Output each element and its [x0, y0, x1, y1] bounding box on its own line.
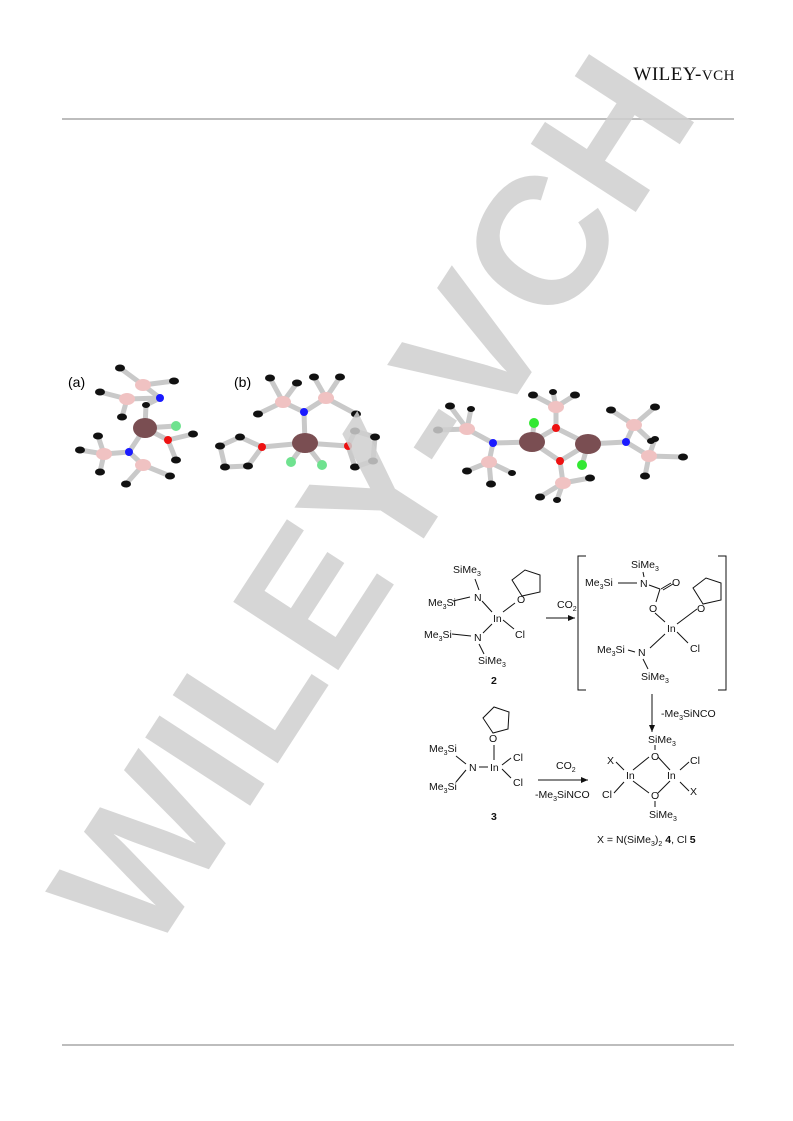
- svg-text:Cl: Cl: [513, 752, 523, 764]
- svg-text:O: O: [649, 603, 657, 615]
- publisher-name: WILEY: [633, 64, 695, 85]
- svg-text:N: N: [640, 578, 648, 590]
- svg-text:X: X: [607, 755, 614, 767]
- svg-text:SiMe3: SiMe3: [641, 671, 669, 685]
- svg-text:CO2: CO2: [556, 760, 576, 774]
- svg-text:Me3Si: Me3Si: [428, 597, 456, 611]
- compound-2-number: 2: [491, 675, 497, 687]
- header-rule: [62, 118, 734, 120]
- compound-3-number: 3: [491, 811, 497, 823]
- svg-text:Me3Si: Me3Si: [424, 629, 452, 643]
- svg-text:X: X: [690, 786, 697, 798]
- svg-text:-Me3SiNCO: -Me3SiNCO: [661, 708, 716, 722]
- publisher-suffix: VCH: [701, 68, 735, 84]
- svg-text:In: In: [626, 770, 635, 782]
- svg-text:In: In: [667, 770, 676, 782]
- svg-text:Cl: Cl: [513, 777, 523, 789]
- intermediate: SiMe3 N Me3Si O O O In Cl N Me3Si SiMe3: [585, 559, 705, 685]
- svg-text:Cl: Cl: [515, 629, 525, 641]
- svg-text:O: O: [672, 577, 680, 589]
- svg-text:SiMe3: SiMe3: [649, 809, 677, 823]
- svg-text:N: N: [474, 592, 482, 604]
- dimer-4-5: SiMe3 O X Cl In In Cl X O SiMe3: [602, 734, 700, 823]
- svg-text:CO2: CO2: [557, 599, 577, 613]
- svg-text:-Me3SiNCO: -Me3SiNCO: [535, 789, 590, 803]
- svg-text:SiMe3: SiMe3: [453, 564, 481, 578]
- svg-text:Cl: Cl: [690, 755, 700, 767]
- svg-text:SiMe3: SiMe3: [648, 734, 676, 748]
- svg-text:SiMe3: SiMe3: [478, 655, 506, 669]
- compound-2: SiMe3 N Me3Si In O Cl N Me3Si SiMe3 2: [424, 564, 525, 687]
- svg-text:O: O: [697, 603, 705, 615]
- svg-text:O: O: [517, 594, 525, 606]
- products-caption: X = N(SiMe3)2 4, Cl 5: [597, 834, 696, 848]
- svg-text:Cl: Cl: [690, 643, 700, 655]
- svg-text:In: In: [667, 623, 676, 635]
- svg-text:Me3Si: Me3Si: [429, 781, 457, 795]
- svg-text:Me3Si: Me3Si: [429, 743, 457, 757]
- panel-b-label: (b): [234, 374, 251, 390]
- svg-text:In: In: [493, 613, 502, 625]
- svg-text:O: O: [651, 751, 659, 763]
- svg-text:SiMe3: SiMe3: [631, 559, 659, 573]
- footer-rule: [62, 1044, 734, 1046]
- svg-text:N: N: [469, 762, 477, 774]
- svg-text:Cl: Cl: [602, 789, 612, 801]
- svg-text:Me3Si: Me3Si: [597, 644, 625, 658]
- svg-text:Me3Si: Me3Si: [585, 577, 613, 591]
- svg-text:N: N: [638, 647, 646, 659]
- svg-text:O: O: [489, 733, 497, 745]
- panel-a-label: (a): [68, 374, 85, 390]
- publisher-logo: WILEY-VCH: [633, 64, 735, 86]
- compound-3: O Me3Si N In Cl Cl Me3Si 3: [429, 733, 523, 823]
- svg-text:O: O: [651, 790, 659, 802]
- svg-text:N: N: [474, 632, 482, 644]
- publisher-separator: -: [695, 64, 702, 85]
- atoms: [75, 364, 688, 503]
- svg-text:In: In: [490, 762, 499, 774]
